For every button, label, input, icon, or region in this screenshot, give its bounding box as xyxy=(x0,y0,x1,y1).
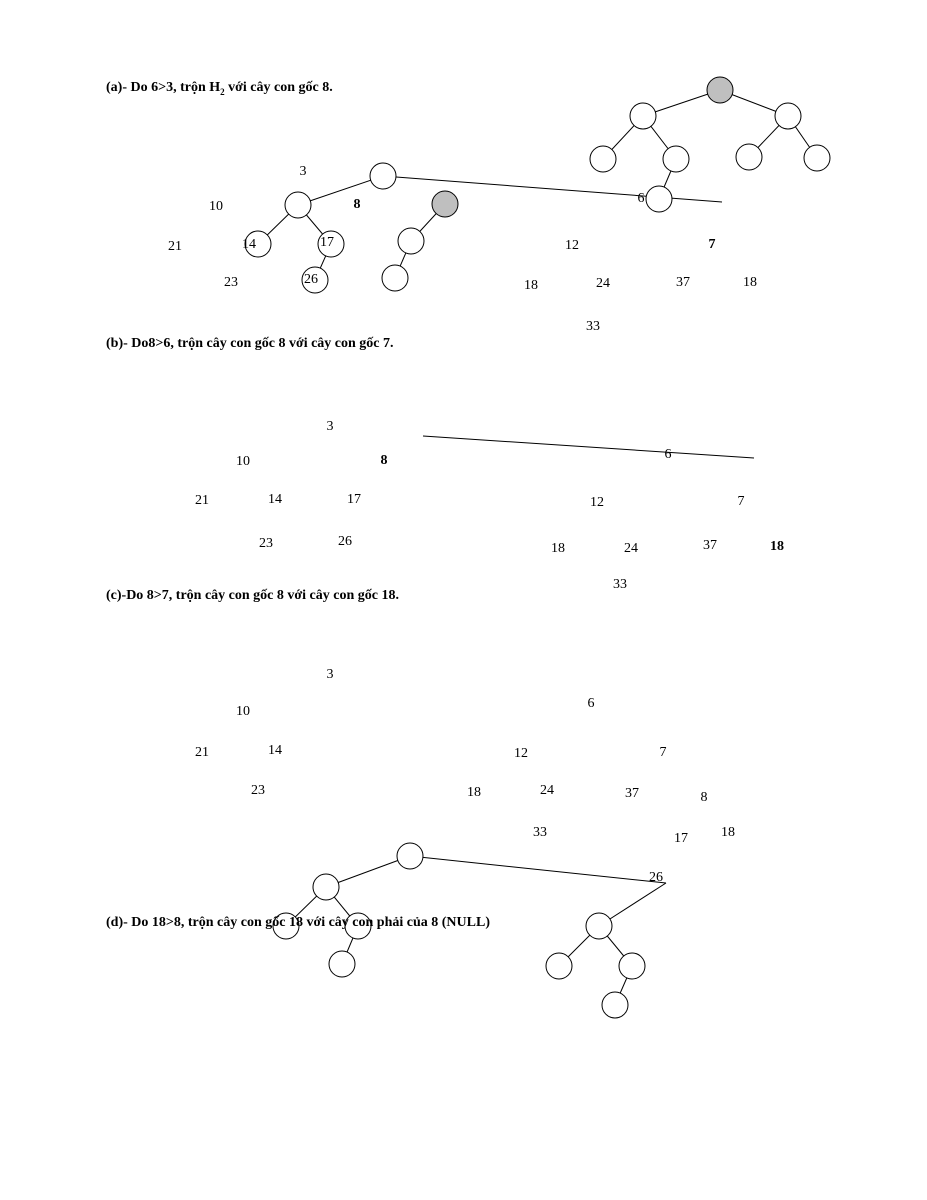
node-value-label: 3 xyxy=(327,419,334,434)
highlighted-node xyxy=(706,76,734,104)
caption-a: (a)- Do 6>3, trộn H2 với cây con gốc 8. xyxy=(106,80,333,97)
tree-node xyxy=(589,145,617,173)
node-value-label: 17 xyxy=(320,235,334,250)
node-value-label: 21 xyxy=(195,745,209,760)
node-value-label: 7 xyxy=(660,745,667,760)
tree-node xyxy=(618,952,646,980)
tree-node xyxy=(397,227,425,255)
node-value-label: 8 xyxy=(381,453,388,468)
node-value-label: 33 xyxy=(613,577,627,592)
node-value-label: 3 xyxy=(300,164,307,179)
tree-node xyxy=(344,912,372,940)
tree-node xyxy=(803,144,831,172)
node-value-label: 14 xyxy=(268,492,282,507)
node-value-label: 37 xyxy=(703,538,717,553)
node-value-label: 12 xyxy=(514,746,528,761)
node-value-label: 18 xyxy=(524,278,538,293)
node-value-label: 37 xyxy=(676,275,690,290)
tree-node xyxy=(545,952,573,980)
node-value-label: 37 xyxy=(625,786,639,801)
tree-node xyxy=(774,102,802,130)
node-value-label: 23 xyxy=(259,536,273,551)
tree-node xyxy=(272,912,300,940)
node-value-label: 18 xyxy=(743,275,757,290)
node-value-label: 10 xyxy=(209,199,223,214)
caption-b: (b)- Do8>6, trộn cây con gốc 8 với cây c… xyxy=(106,336,394,351)
node-value-label: 33 xyxy=(533,825,547,840)
node-value-label: 7 xyxy=(738,494,745,509)
node-value-label: 33 xyxy=(586,319,600,334)
tree-node xyxy=(301,266,329,294)
node-value-label: 18 xyxy=(721,825,735,840)
node-value-label: 24 xyxy=(624,541,638,556)
tree-node xyxy=(585,912,613,940)
tree-node xyxy=(328,950,356,978)
node-value-label: 14 xyxy=(268,743,282,758)
node-value-label: 23 xyxy=(224,275,238,290)
tree-node xyxy=(396,842,424,870)
tree-edge xyxy=(297,175,384,206)
node-value-label: 6 xyxy=(665,447,672,462)
node-value-label: 21 xyxy=(195,493,209,508)
node-value-label: 8 xyxy=(701,790,708,805)
tree-edge xyxy=(325,855,411,888)
node-value-label: 26 xyxy=(649,870,663,885)
tree-edge xyxy=(409,855,667,884)
tree-node xyxy=(244,230,272,258)
tree-node xyxy=(369,162,397,190)
tree-node xyxy=(317,230,345,258)
node-value-label: 12 xyxy=(590,495,604,510)
caption-c: (c)-Do 8>7, trộn cây con gốc 8 với cây c… xyxy=(106,588,399,603)
tree-node xyxy=(381,264,409,292)
tree-node xyxy=(735,143,763,171)
caption-d: (d)- Do 18>8, trộn cây con gốc 18 với câ… xyxy=(106,915,490,930)
node-value-label: 21 xyxy=(168,239,182,254)
tree-node xyxy=(629,102,657,130)
node-value-label: 17 xyxy=(347,492,361,507)
tree-edge xyxy=(422,435,755,459)
node-value-label: 8 xyxy=(354,197,361,212)
tree-edge xyxy=(642,89,721,117)
node-value-label: 18 xyxy=(551,541,565,556)
node-value-label: 6 xyxy=(638,191,645,206)
highlighted-node xyxy=(431,190,459,218)
tree-node xyxy=(645,185,673,213)
tree-node xyxy=(284,191,312,219)
tree-node xyxy=(601,991,629,1019)
node-value-label: 23 xyxy=(251,783,265,798)
node-value-label: 6 xyxy=(588,696,595,711)
node-value-label: 10 xyxy=(236,454,250,469)
node-value-label: 18 xyxy=(770,539,784,554)
node-value-label: 24 xyxy=(596,276,610,291)
node-value-label: 18 xyxy=(467,785,481,800)
node-value-label: 17 xyxy=(674,831,688,846)
node-value-label: 26 xyxy=(338,534,352,549)
node-value-label: 3 xyxy=(327,667,334,682)
node-value-label: 24 xyxy=(540,783,554,798)
node-value-label: 26 xyxy=(304,272,318,287)
tree-node xyxy=(312,873,340,901)
node-value-label: 10 xyxy=(236,704,250,719)
tree-node xyxy=(662,145,690,173)
node-value-label: 14 xyxy=(242,237,256,252)
node-value-label: 7 xyxy=(709,237,716,252)
node-value-label: 12 xyxy=(565,238,579,253)
